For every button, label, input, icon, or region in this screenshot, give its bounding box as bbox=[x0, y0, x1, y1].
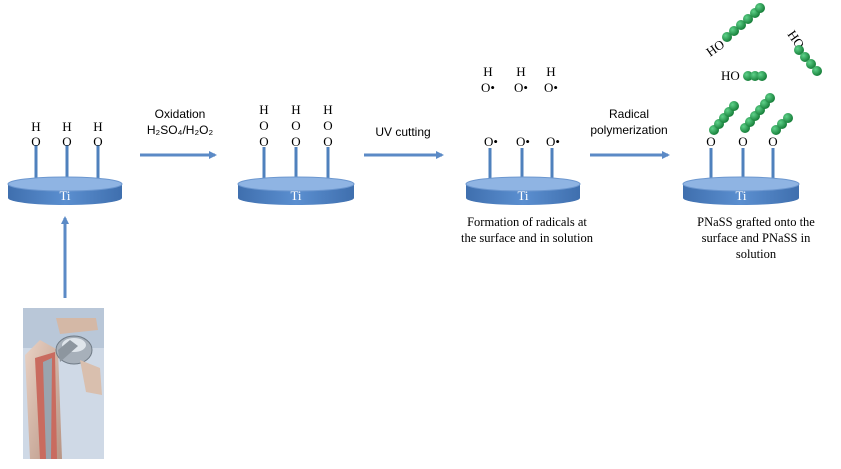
polymer-chain-icon bbox=[771, 113, 793, 135]
caption-line: surface and PNaSS in bbox=[702, 231, 811, 245]
caption-grafted: PNaSS grafted onto the surface and PNaSS… bbox=[697, 215, 815, 261]
o-atom: O bbox=[291, 134, 300, 149]
h-atom: H bbox=[546, 64, 555, 79]
ti-disk-4: O O O Ti bbox=[682, 93, 800, 205]
step-uv-cutting: UV cutting bbox=[364, 125, 444, 159]
polymer-chain-icon bbox=[743, 71, 767, 81]
solution-polymers: HO HO HO bbox=[703, 3, 822, 83]
surface-groups-4: O O O bbox=[706, 134, 778, 178]
o-atom: O bbox=[291, 118, 300, 133]
o-radical: O• bbox=[544, 80, 558, 95]
reagent-label: H₂SO₄/H₂O₂ bbox=[147, 123, 214, 137]
o-atom: O bbox=[706, 134, 715, 149]
polymer-chain-icon bbox=[740, 93, 775, 133]
caption-line: PNaSS grafted onto the bbox=[697, 215, 815, 229]
ti-label: Ti bbox=[290, 188, 301, 203]
h-atom: H bbox=[323, 102, 332, 117]
solution-radicals: H O• H O• H O• bbox=[481, 64, 558, 95]
surface-groups-2: H O O H O O H O O bbox=[259, 102, 333, 178]
caption-radicals: Formation of radicals at the surface and… bbox=[461, 215, 594, 245]
h-atom: H bbox=[483, 64, 492, 79]
hip-implant-photo bbox=[23, 308, 104, 459]
o-atom: O bbox=[93, 134, 102, 149]
ho-label: HO bbox=[721, 68, 740, 83]
uv-label: UV cutting bbox=[375, 125, 430, 139]
h-atom: H bbox=[31, 119, 40, 134]
step-oxidation: Oxidation H₂SO₄/H₂O₂ bbox=[140, 107, 217, 159]
h-atom: H bbox=[291, 102, 300, 117]
o-atom: O bbox=[31, 134, 40, 149]
caption-line: Formation of radicals at bbox=[467, 215, 587, 229]
o-radical: O• bbox=[546, 134, 560, 149]
ti-disk-3: O• O• O• Ti bbox=[465, 134, 581, 205]
ti-label: Ti bbox=[735, 188, 746, 203]
ti-disk-1: H O H O H O Ti bbox=[7, 119, 123, 205]
h-atom: H bbox=[259, 102, 268, 117]
o-radical: O• bbox=[481, 80, 495, 95]
ti-disk-2: H O O H O O H O O Ti bbox=[237, 102, 355, 205]
ti-label: Ti bbox=[517, 188, 528, 203]
o-atom: O bbox=[62, 134, 71, 149]
surface-groups-1: H O H O H O bbox=[31, 119, 103, 178]
o-radical: O• bbox=[516, 134, 530, 149]
polymerization-label: polymerization bbox=[590, 123, 667, 137]
caption-line: the surface and in solution bbox=[461, 231, 594, 245]
polymer-chain-icon bbox=[709, 101, 739, 135]
o-atom: O bbox=[323, 118, 332, 133]
o-atom: O bbox=[768, 134, 777, 149]
o-atom: O bbox=[323, 134, 332, 149]
surface-groups-3: O• O• O• bbox=[484, 134, 560, 178]
o-atom: O bbox=[259, 118, 268, 133]
o-atom: O bbox=[259, 134, 268, 149]
oxidation-label: Oxidation bbox=[155, 107, 206, 121]
caption-line: solution bbox=[736, 247, 777, 261]
o-radical: O• bbox=[484, 134, 498, 149]
o-radical: O• bbox=[514, 80, 528, 95]
radical-label: Radical bbox=[609, 107, 649, 121]
h-atom: H bbox=[62, 119, 71, 134]
h-atom: H bbox=[93, 119, 102, 134]
step-radical-polymerization: Radical polymerization bbox=[590, 107, 670, 159]
h-atom: H bbox=[516, 64, 525, 79]
polymer-chain-icon bbox=[722, 3, 765, 42]
ti-label: Ti bbox=[59, 188, 70, 203]
o-atom: O bbox=[738, 134, 747, 149]
polymer-chain-icon bbox=[794, 45, 822, 76]
